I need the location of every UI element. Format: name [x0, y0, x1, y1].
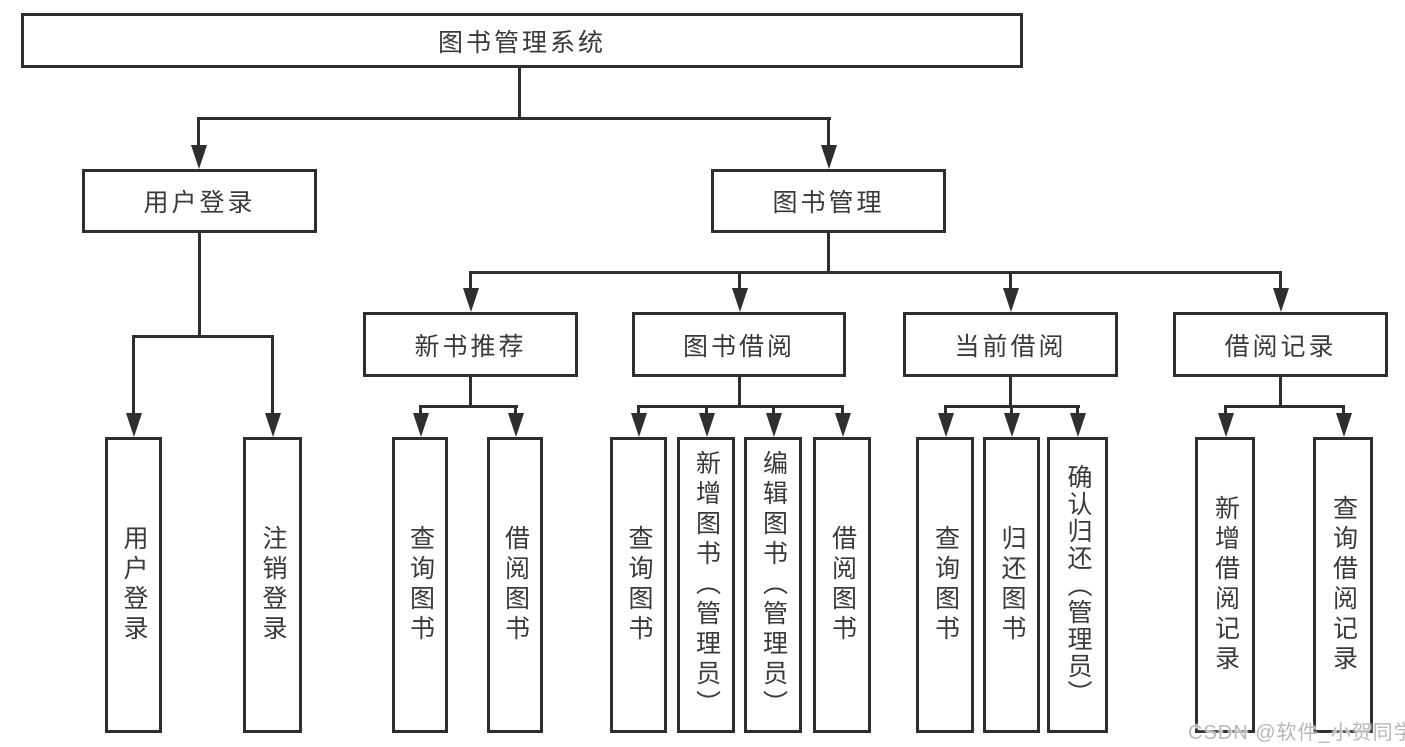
node-new-book-recommend: 新书推荐 — [363, 312, 578, 377]
connector-leaf-drop — [271, 335, 274, 413]
connector-leaf-drop — [705, 405, 708, 417]
node-book-borrow-label: 图书借阅 — [682, 332, 795, 361]
arrow-down-icon — [835, 413, 851, 437]
node-br-query-record: 查询借阅记录 — [1313, 437, 1373, 733]
connector-new-book-recommend-bus — [419, 405, 518, 408]
connector-leaf-drop — [1076, 405, 1079, 417]
node-br-add-record: 新增借阅记录 — [1195, 437, 1255, 733]
arrow-down-icon — [413, 413, 429, 437]
connector-level3-drop — [469, 271, 472, 290]
arrow-down-icon — [938, 413, 954, 437]
node-bb-query-books-label: 查询图书 — [625, 525, 653, 645]
node-user-login: 用户登录 — [82, 169, 317, 233]
node-book-management: 图书管理 — [711, 169, 946, 233]
node-bb-borrow-books: 借阅图书 — [813, 437, 871, 733]
connector-borrow-records-bus — [1224, 405, 1345, 408]
node-cb-return-books: 归还图书 — [983, 437, 1040, 733]
connector-book-management-drop — [827, 117, 830, 149]
connector-book-borrow-stem — [738, 377, 741, 408]
node-br-add-record-label: 新增借阅记录 — [1211, 495, 1240, 675]
node-new-book-recommend-label: 新书推荐 — [414, 332, 527, 361]
arrow-down-icon — [631, 413, 647, 437]
connector-user-login-drop — [197, 117, 200, 149]
connector-new-book-recommend-stem — [469, 377, 472, 408]
node-current-borrow: 当前借阅 — [903, 312, 1118, 377]
connector-leaf-drop — [637, 405, 640, 417]
connector-user-login-stem — [198, 233, 201, 338]
node-nb-query-books-label: 查询图书 — [406, 525, 435, 645]
node-bb-add-books-label: 新增图书（管理员） — [692, 450, 721, 720]
node-user-login-label: 用户登录 — [143, 189, 256, 217]
arrow-down-icon — [1070, 413, 1086, 437]
node-bb-edit-books-label: 编辑图书（管理员） — [759, 450, 788, 720]
node-current-borrow-label: 当前借阅 — [954, 332, 1067, 361]
node-bb-query-books: 查询图书 — [610, 437, 667, 733]
node-bb-add-books: 新增图书（管理员） — [677, 437, 735, 733]
node-cb-query-books: 查询图书 — [916, 437, 974, 733]
connector-level3-drop — [1279, 271, 1282, 290]
connector-leaf-drop — [772, 405, 775, 417]
arrow-down-icon — [126, 413, 142, 437]
node-cb-confirm-return: 确认归还（管理员） — [1047, 437, 1108, 733]
connector-leaf-drop — [514, 405, 517, 417]
node-user-login-leaf-label: 用户登录 — [120, 525, 148, 645]
connector-book-management-bus — [469, 271, 1282, 274]
arrow-down-icon — [766, 413, 782, 437]
node-book-borrow: 图书借阅 — [632, 312, 846, 377]
arrow-down-icon — [1004, 413, 1020, 437]
node-user-login-leaf: 用户登录 — [105, 437, 162, 733]
connector-leaf-drop — [419, 405, 422, 417]
connector-borrow-records-stem — [1279, 377, 1282, 408]
connector-leaf-drop — [1342, 405, 1345, 417]
connector-leaf-drop — [1010, 405, 1013, 417]
csdn-watermark: CSDN @软件_小贺同学 — [1188, 722, 1405, 744]
node-cb-return-books-label: 归还图书 — [998, 525, 1026, 645]
arrow-down-icon — [732, 288, 748, 312]
node-logout-label: 注销登录 — [259, 525, 287, 645]
arrow-down-icon — [508, 413, 524, 437]
arrow-down-icon — [191, 145, 207, 169]
node-cb-query-books-label: 查询图书 — [931, 525, 960, 645]
connector-root-stem — [518, 68, 521, 120]
connector-level3-drop — [738, 271, 741, 290]
connector-level3-drop — [1009, 271, 1012, 290]
connector-leaf-drop — [841, 405, 844, 417]
connector-leaf-drop — [132, 335, 135, 413]
arrow-down-icon — [265, 413, 281, 437]
connector-leaf-drop — [944, 405, 947, 417]
node-br-query-record-label: 查询借阅记录 — [1329, 495, 1358, 675]
node-nb-borrow-books: 借阅图书 — [487, 437, 543, 733]
connector-book-management-stem — [827, 233, 830, 274]
arrow-down-icon — [821, 145, 837, 169]
node-root-label: 图书管理系统 — [437, 28, 606, 57]
node-cb-confirm-return-label: 确认归还（管理员） — [1064, 463, 1092, 707]
node-borrow-records: 借阅记录 — [1173, 312, 1388, 377]
node-nb-query-books: 查询图书 — [392, 437, 448, 733]
connector-current-borrow-stem — [1009, 377, 1012, 408]
node-borrow-records-label: 借阅记录 — [1224, 332, 1337, 361]
node-bb-borrow-books-label: 借阅图书 — [828, 525, 857, 645]
arrow-down-icon — [699, 413, 715, 437]
arrow-down-icon — [463, 288, 479, 312]
node-logout: 注销登录 — [243, 437, 302, 733]
connector-user-login-bus — [132, 335, 274, 338]
node-bb-edit-books: 编辑图书（管理员） — [744, 437, 802, 733]
arrow-down-icon — [1273, 288, 1289, 312]
node-nb-borrow-books-label: 借阅图书 — [501, 525, 530, 645]
arrow-down-icon — [1218, 413, 1234, 437]
connector-book-borrow-bus — [637, 405, 844, 408]
node-root: 图书管理系统 — [21, 13, 1023, 68]
connector-leaf-drop — [1224, 405, 1227, 417]
arrow-down-icon — [1336, 413, 1352, 437]
arrow-down-icon — [1003, 288, 1019, 312]
node-book-management-label: 图书管理 — [772, 189, 885, 217]
connector-root-bus — [197, 117, 831, 120]
